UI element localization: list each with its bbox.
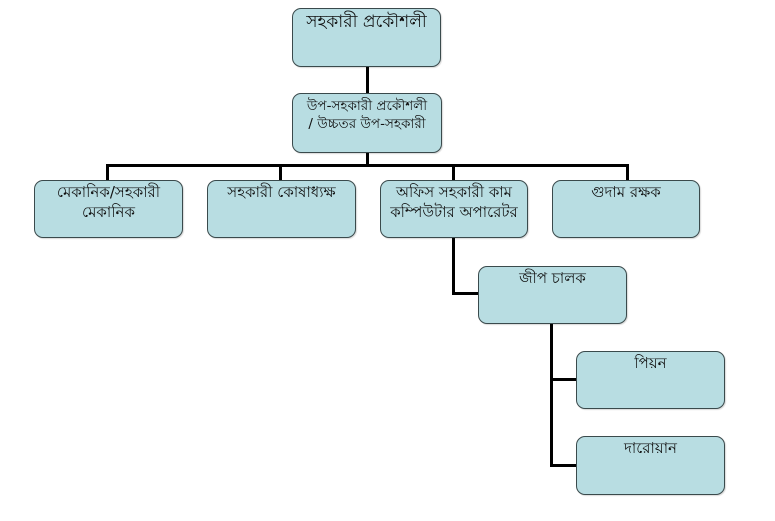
- node-label: গুদাম রক্ষক: [591, 183, 661, 201]
- node-label: উপ-সহকারী প্রকৌশলী / উচ্চতর উপ-সহকারী: [306, 98, 428, 132]
- node-assistant-engineer: সহকারী প্রকৌশলী: [292, 8, 441, 67]
- connector-horizontal-bus: [106, 164, 629, 167]
- connector-to-guard: [550, 464, 577, 467]
- node-office-assistant-computer-operator: অফিস সহকারী কাম কম্পিউটার অপারেটর: [380, 180, 528, 238]
- node-label: পিয়ন: [634, 354, 667, 372]
- node-label: জীপ চালক: [519, 269, 586, 287]
- node-sub-assistant-engineer: উপ-সহকারী প্রকৌশলী / উচ্চতর উপ-সহকারী: [292, 93, 442, 153]
- node-label: অফিস সহকারী কাম কম্পিউটার অপারেটর: [390, 183, 518, 221]
- connector-to-mechanic: [106, 164, 109, 181]
- node-mechanic: মেকানিক/সহকারী মেকানিক: [34, 180, 183, 238]
- connector-to-office-assistant: [452, 164, 455, 181]
- node-label: দারোয়ান: [624, 439, 677, 457]
- connector-root-to-level2: [366, 66, 369, 94]
- connector-jeep-trunk: [550, 323, 553, 467]
- node-jeep-driver: জীপ চালক: [478, 266, 627, 324]
- connector-office-to-jeep-vertical: [452, 237, 455, 295]
- connector-office-to-jeep-horizontal: [452, 292, 479, 295]
- connector-to-peon: [550, 378, 577, 381]
- node-label: মেকানিক/সহকারী মেকানিক: [56, 183, 161, 221]
- connector-to-storekeeper: [626, 164, 629, 181]
- connector-level2-down: [366, 152, 369, 167]
- node-label: সহকারী প্রকৌশলী: [306, 12, 427, 32]
- node-guard: দারোয়ান: [576, 436, 725, 495]
- node-storekeeper: গুদাম রক্ষক: [552, 180, 700, 238]
- node-peon: পিয়ন: [576, 351, 725, 409]
- node-assistant-treasurer: সহকারী কোষাধ্যক্ষ: [207, 180, 356, 238]
- node-label: সহকারী কোষাধ্যক্ষ: [227, 183, 336, 201]
- connector-to-treasurer: [279, 164, 282, 181]
